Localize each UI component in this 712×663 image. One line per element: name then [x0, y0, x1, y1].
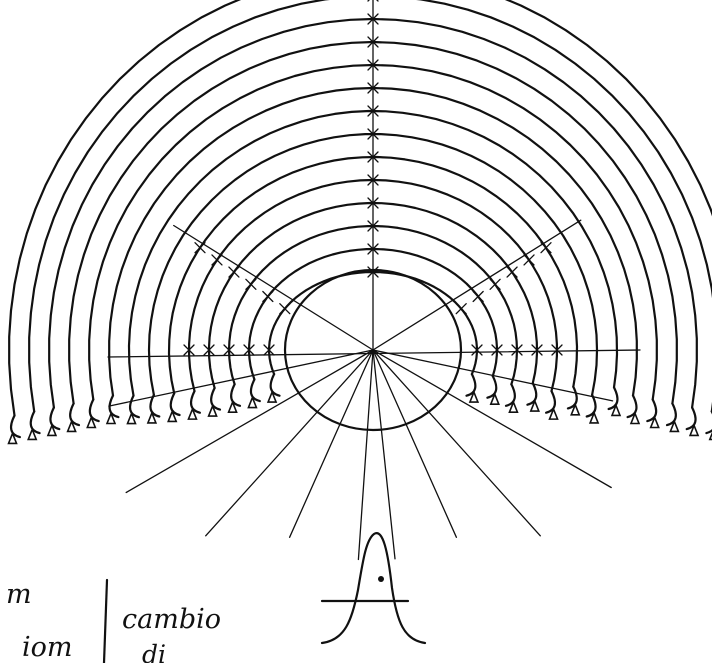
radial-line — [290, 350, 373, 537]
cross-mark — [541, 243, 551, 253]
radial-line — [373, 350, 456, 537]
cross-mark — [263, 291, 273, 301]
cross-mark — [507, 267, 517, 277]
loop-hook-right — [706, 412, 712, 434]
cross-mark — [280, 304, 290, 314]
radial-line — [358, 350, 373, 560]
radial-line — [373, 350, 395, 559]
radial-line — [373, 220, 581, 350]
cross-mark — [229, 267, 239, 277]
note-fragment-top: m — [6, 579, 32, 610]
note-cambio: cambio — [122, 604, 221, 635]
radial-lines — [109, 0, 613, 560]
notes-divider — [104, 580, 107, 663]
cross-mark — [246, 279, 256, 289]
note-di: di — [142, 640, 166, 663]
note-fragment-bottom: iom — [22, 632, 73, 663]
cross-mark — [473, 291, 483, 301]
cross-mark — [212, 255, 222, 265]
concentric-loops — [9, 0, 712, 437]
cross-mark — [490, 279, 500, 289]
cross-mark — [195, 243, 205, 253]
radial-line — [126, 350, 373, 493]
cross-mark — [456, 304, 466, 314]
cross-mark — [524, 255, 534, 265]
bell-curve-dot — [378, 576, 384, 582]
bell-curve-sketch — [322, 533, 425, 643]
